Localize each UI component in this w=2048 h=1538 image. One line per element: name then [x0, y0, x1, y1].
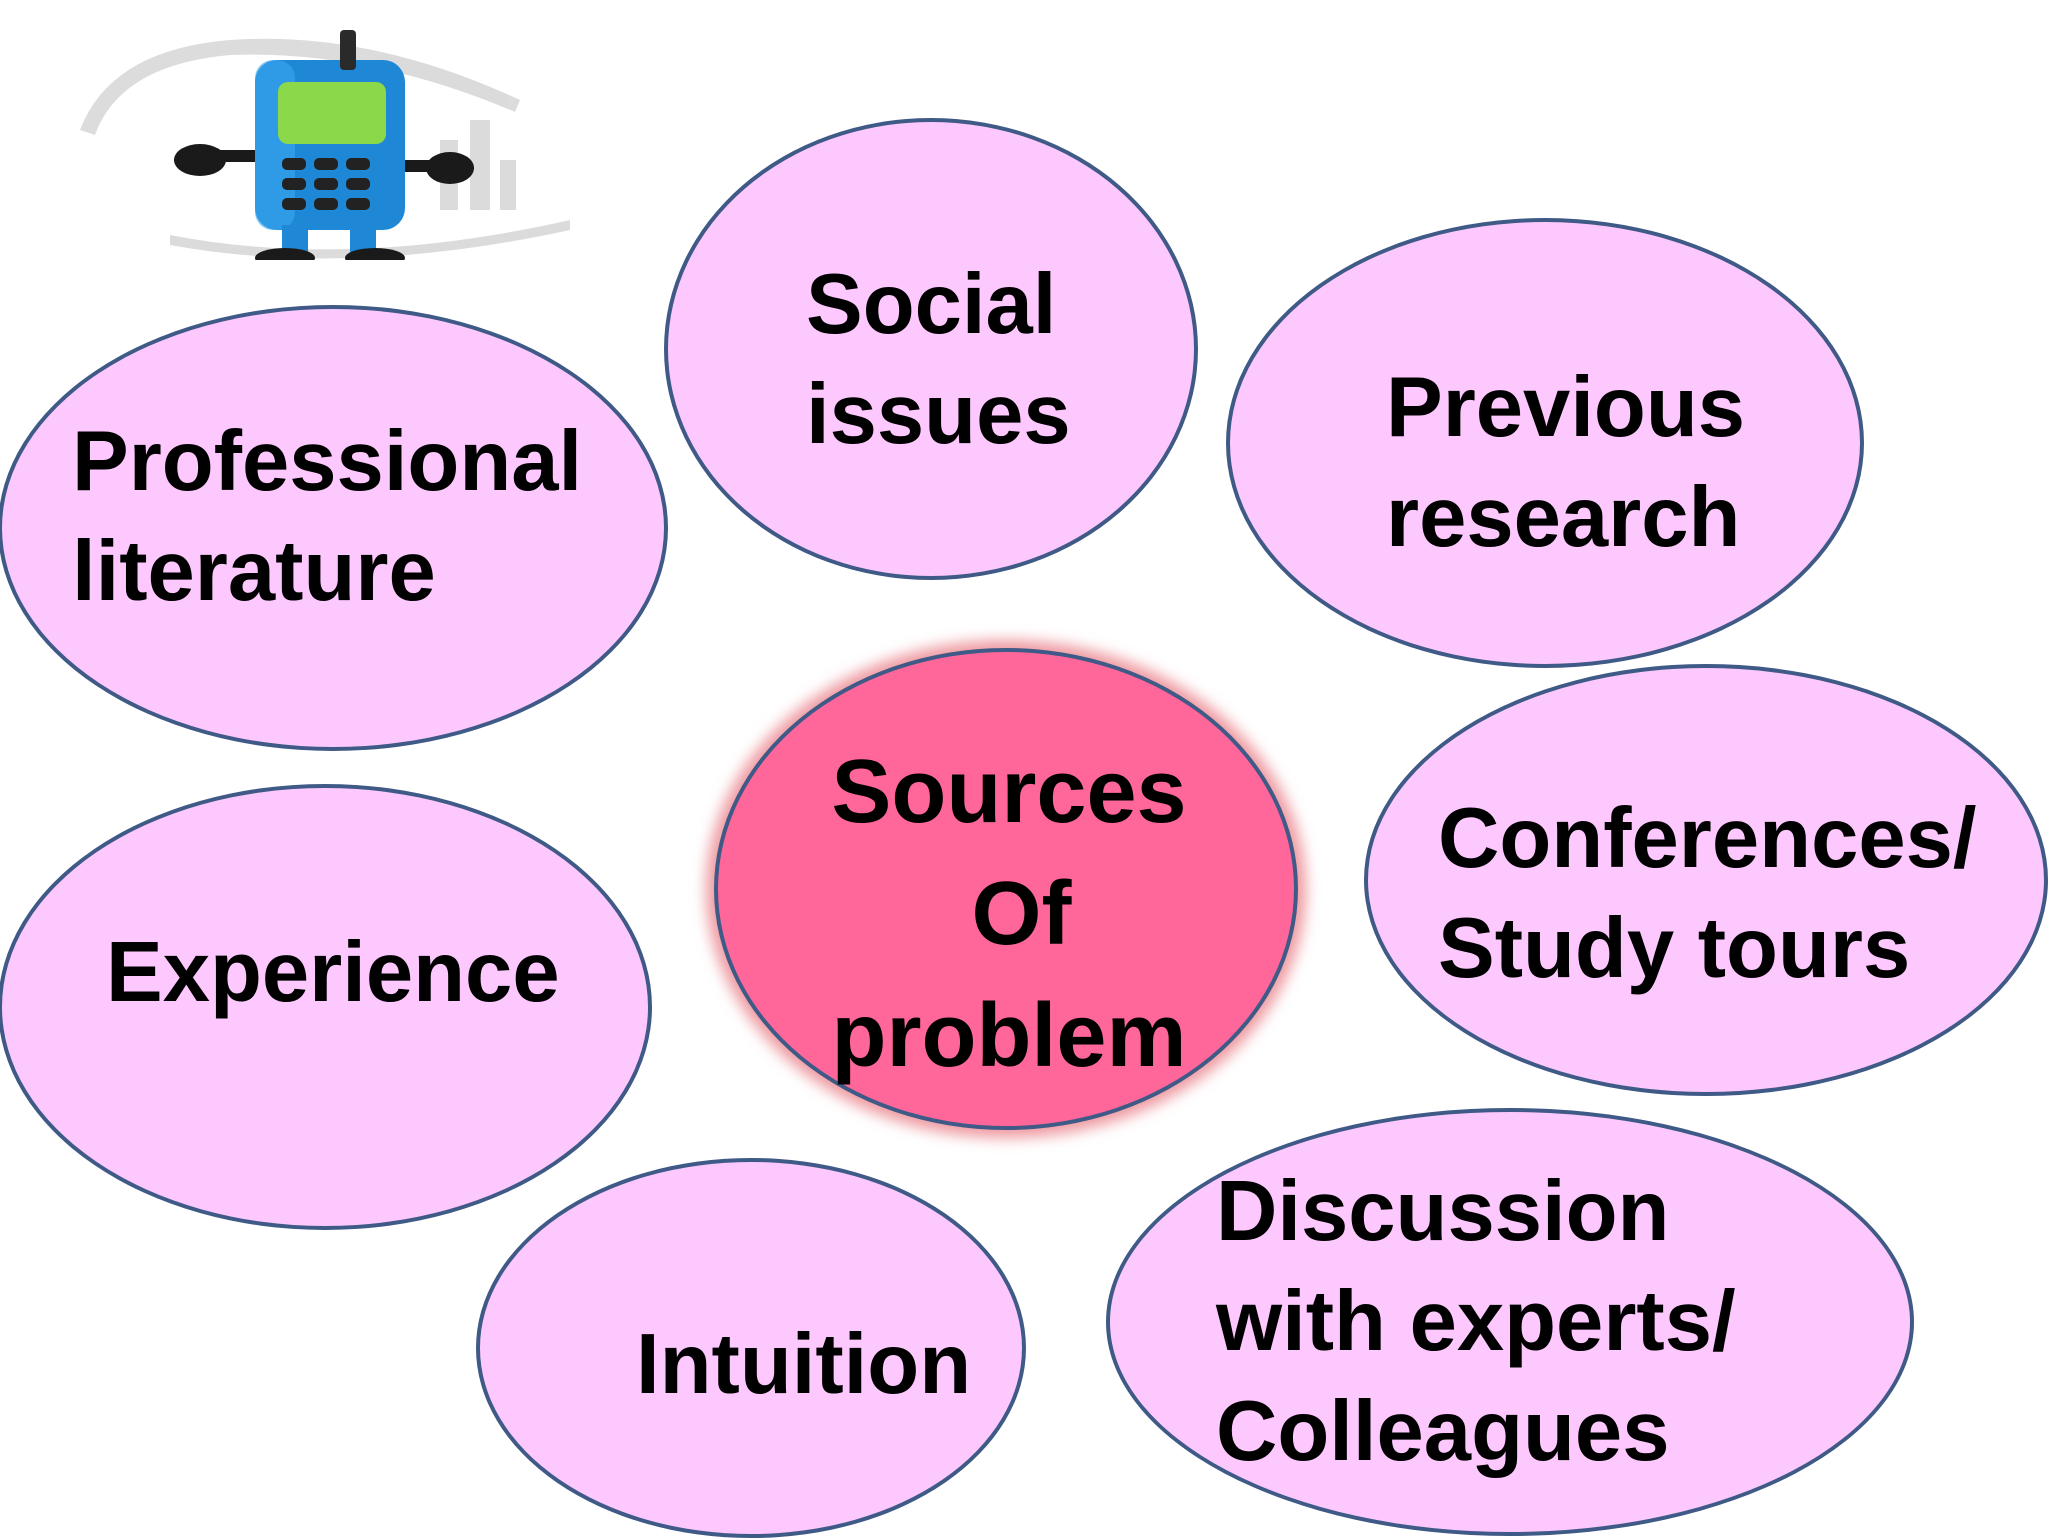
cell-phone-mascot-icon [80, 30, 570, 260]
bubble-social-issues [664, 118, 1198, 580]
bubble-previous-research [1226, 218, 1864, 668]
label-social-issues: Social issues [806, 257, 1071, 462]
bubble-experience [0, 784, 652, 1230]
label-experience: Experience [106, 925, 560, 1020]
bubble-intuition [476, 1158, 1026, 1538]
center-node-label: Sources Of problem [831, 742, 1187, 1086]
label-intuition: Intuition [636, 1317, 972, 1412]
label-conferences: Conferences/ Study tours [1438, 791, 1977, 996]
bubble-discussion [1106, 1108, 1914, 1536]
bubble-conferences [1364, 664, 2048, 1096]
center-node [714, 648, 1298, 1130]
label-discussion: Discussion with experts/ Colleagues [1216, 1164, 1736, 1479]
bubble-professional-literature [0, 305, 668, 751]
label-professional-literature: Professional literature [72, 414, 583, 619]
label-previous-research: Previous research [1386, 360, 1746, 565]
